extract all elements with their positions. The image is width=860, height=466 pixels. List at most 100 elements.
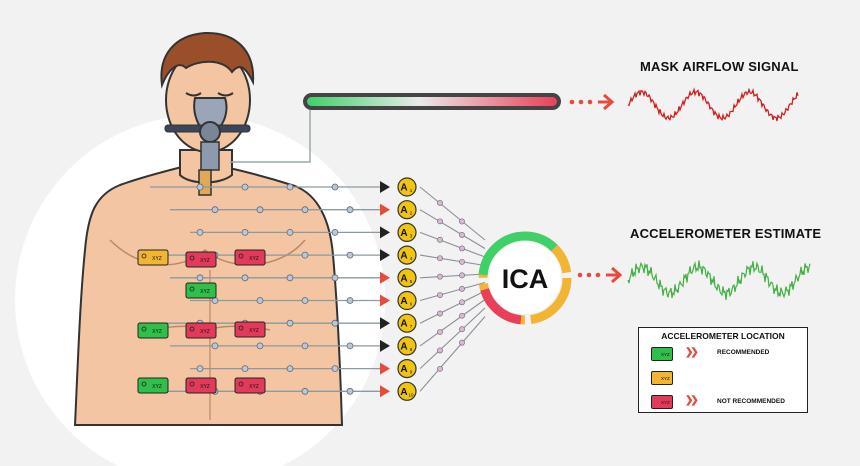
badge-label: XYZ [152,256,162,262]
badge-label: XYZ [200,329,210,335]
accelerometer-location-legend: ACCELEROMETER LOCATION XYZ ❯❯ RECOMMENDE… [638,327,808,413]
channel-letter: A [400,387,407,398]
accelerometer-badge: XYZ [234,249,266,266]
badge-dot [189,286,195,292]
mixing-node [437,255,443,262]
mixing-line [419,290,486,324]
mixing-node [437,329,443,335]
badge-dot [189,326,195,332]
wire-node [346,206,354,214]
mixing-line [419,307,486,370]
wire-node [346,297,354,304]
wire-node [301,342,309,350]
wire-node [331,365,339,373]
mask-tube [200,141,220,171]
badge-label: XYZ [249,256,259,262]
channel-letter: A [400,341,407,352]
mixing-node [459,339,465,346]
wire-node [301,206,309,214]
mixing-node [437,236,443,243]
mask-signal-bar [230,93,561,163]
badge-label: XYZ [200,258,210,264]
wire-node [241,365,249,373]
legend-title: ACCELEROMETER LOCATION [661,331,785,341]
wire-node [196,365,204,373]
mixing-node [437,199,443,206]
accelerometer-badge: XYZ [137,249,169,266]
accelerometer-badge: XYZ [137,377,169,394]
mixing-node [459,218,465,225]
channel-subscript: 2 [410,211,413,216]
wire-node [211,206,219,214]
channel-letter: A [400,251,407,262]
mask-valve [199,121,221,143]
wire-node [331,228,339,236]
wire-node [256,297,264,304]
wire-node [286,274,294,282]
left-eye [185,92,202,97]
ica-label: ICA [502,264,549,294]
channel-letter: A [400,273,407,284]
mixing-line [419,209,486,249]
dotted-arrow-top [569,93,615,111]
man-figure [73,31,344,426]
wire-node [196,183,204,191]
channel-arrow [380,203,390,216]
channel-subscript: 1 [410,188,413,193]
accelerometer-waveform [627,260,811,300]
channel-subscript: 4 [410,256,413,261]
wire-node [256,206,264,214]
channel-subscript: 8 [410,347,413,352]
channel-arrow [380,249,390,262]
badge-dot [238,253,244,259]
mixing-node [437,310,443,317]
wire-node [346,251,354,259]
badge-dot [141,253,147,259]
ring-core [489,242,561,314]
legend-badge-not-recommended: XYZ [651,395,673,409]
mask-airflow-title: MASK AIRFLOW SIGNAL [640,59,799,74]
ring-segment-green [478,231,572,325]
badge-label: XYZ [152,329,162,335]
wire-node [286,183,294,191]
accelerometer-badge: XYZ [137,322,169,339]
wire-node [196,274,204,282]
legend-label-not-recommended: NOT RECOMMENDED [717,398,785,405]
badge-label: XYZ [200,289,210,295]
wire-node [286,228,294,236]
legend-label-recommended: RECOMMENDED [717,349,770,356]
mixing-node [437,218,443,225]
mixing-node [459,258,465,265]
channel-letter: A [400,228,407,239]
mixing-node [459,285,465,292]
chevron-right-icon: ❯❯ [685,347,699,358]
channel-subscript: 9 [410,370,413,375]
ica-ring: ICA [478,231,572,325]
mixing-line [419,281,486,302]
channel-letter: A [400,296,407,307]
mixing-node [459,232,465,238]
mixing-node [459,312,465,319]
chevron-right-icon: ❯❯ [685,395,699,406]
badge-dot [141,326,147,332]
wire-node [286,365,294,373]
channel-letter: A [400,364,407,375]
accelerometer-title: ACCELEROMETER ESTIMATE [630,226,822,241]
mixing-node [437,273,443,280]
mixing-node [459,299,465,306]
hair [160,31,255,89]
throat-sensor [198,169,212,196]
badge-label: XYZ [249,384,259,390]
mixing-node [459,326,465,333]
channel-subscript: 6 [410,302,413,307]
accelerometer-badge: XYZ [234,321,266,338]
mixing-line [419,299,486,347]
mask-connector [230,110,311,163]
